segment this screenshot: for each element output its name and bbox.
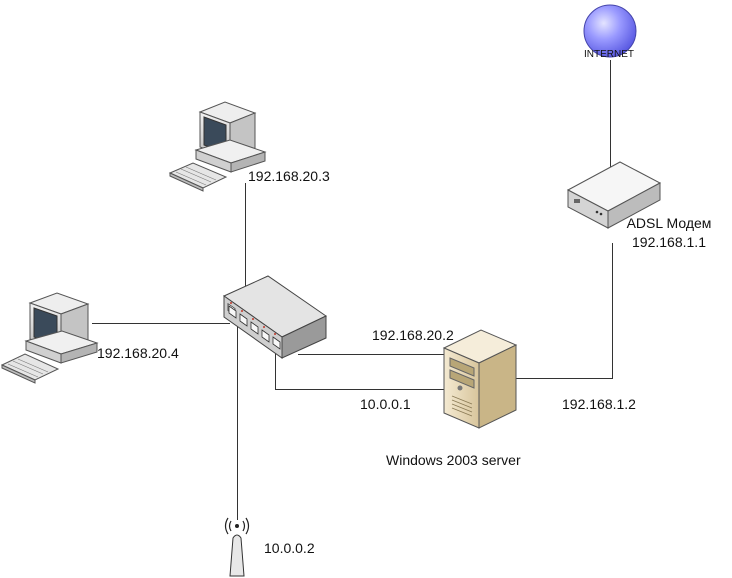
adsl-modem-icon	[566, 161, 662, 229]
modem-ip-label: 192.168.1.1	[632, 234, 706, 250]
internet-globe-icon	[583, 4, 637, 58]
access-point-ip-label: 10.0.0.2	[264, 540, 315, 556]
link-modem-server	[516, 243, 613, 379]
server-wan-ip-label: 192.168.1.2	[562, 396, 636, 412]
server-lan-ip-label: 192.168.20.2	[372, 327, 454, 343]
connections	[92, 60, 613, 520]
network-switch-icon	[222, 275, 327, 359]
access-point-icon	[224, 517, 250, 577]
pc-left-icon	[0, 292, 99, 384]
modem-name-label: ADSL Модем	[626, 215, 712, 231]
link-switch-server-wifi	[275, 350, 444, 390]
internet-label: INTERNET	[584, 49, 634, 60]
pc-top-ip-label: 192.168.20.3	[248, 168, 330, 184]
server-name-label: Windows 2003 server	[386, 452, 521, 468]
pc-left-ip-label: 192.168.20.4	[97, 345, 179, 361]
switch-ports	[228, 305, 281, 350]
server-icon	[442, 329, 518, 429]
server-wifi-ip-label: 10.0.0.1	[360, 396, 411, 412]
pc-top-icon	[168, 101, 267, 192]
